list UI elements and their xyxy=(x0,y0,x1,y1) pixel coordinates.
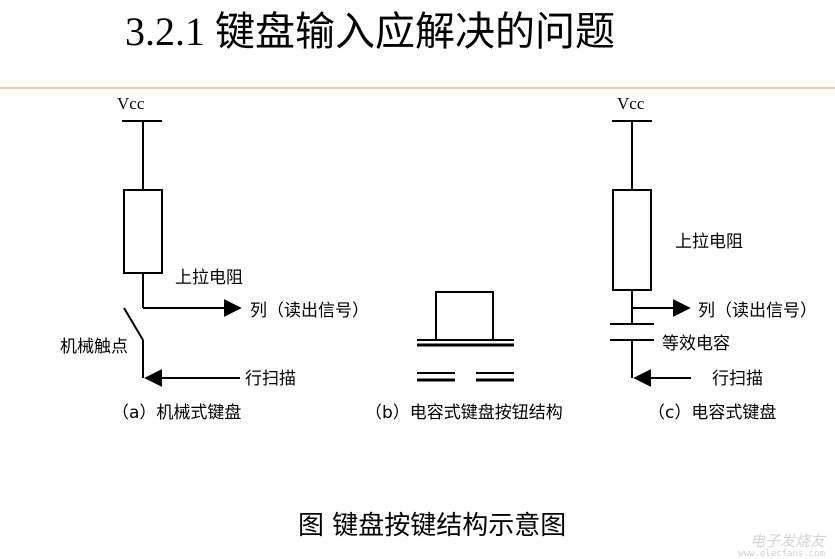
diagram-b xyxy=(417,291,514,382)
watermark-url: www.elecfans.com xyxy=(738,549,825,559)
pullup-resistor-a xyxy=(123,189,163,274)
row-label-c: 行扫描 xyxy=(712,369,763,389)
pullup-resistor-c xyxy=(612,189,652,291)
key-cap-b xyxy=(435,291,494,340)
vcc-label-a: Vcc xyxy=(117,94,145,113)
watermark-logo: 电子发烧友 xyxy=(749,532,825,550)
switch-contact-a xyxy=(123,307,144,341)
column-label-c: 列（读出信号） xyxy=(698,301,817,321)
vcc-label-c: Vcc xyxy=(617,94,645,113)
caption-c: （c）电容式键盘 xyxy=(648,403,776,423)
capacitor-label-c: 等效电容 xyxy=(662,334,730,354)
caption-b: （b）电容式键盘按钮结构 xyxy=(365,403,563,423)
pullup-label-a: 上拉电阻 xyxy=(175,268,243,288)
caption-a: （a）机械式键盘 xyxy=(112,403,241,423)
diagram-a xyxy=(122,120,242,387)
pullup-label-c: 上拉电阻 xyxy=(675,232,743,252)
contact-label-a: 机械触点 xyxy=(60,337,128,357)
slide-title: 3.2.1 键盘输入应解决的问题 xyxy=(125,9,615,54)
figure-caption: 图 键盘按键结构示意图 xyxy=(298,511,566,541)
diagram-c xyxy=(610,120,691,387)
row-label-a: 行扫描 xyxy=(245,369,296,389)
column-label-a: 列（读出信号） xyxy=(250,301,369,321)
